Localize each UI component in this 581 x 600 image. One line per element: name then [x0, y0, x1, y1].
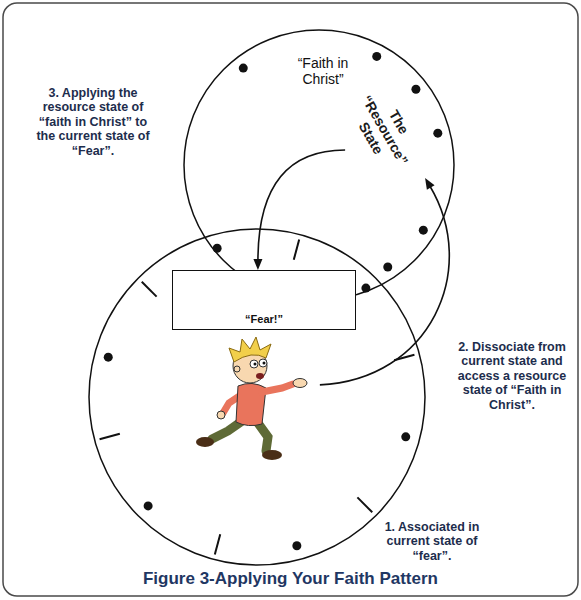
- apply-arrow: [253, 150, 345, 270]
- clock-dot: [144, 501, 153, 510]
- clock-dot: [361, 284, 370, 293]
- front-shoe: [262, 450, 282, 460]
- clock-tick: [100, 434, 120, 439]
- clock-tick: [394, 355, 414, 360]
- front-arm: [262, 384, 293, 392]
- resource-title: “Faith in Christ”: [281, 55, 365, 87]
- pupil: [263, 362, 266, 365]
- clock-dot: [419, 226, 428, 235]
- eye: [250, 360, 258, 368]
- clock-tick: [294, 240, 299, 260]
- arrowhead: [425, 178, 435, 190]
- hair: [229, 337, 271, 362]
- eye: [259, 359, 267, 367]
- step-note: 3. Applying the resource state of “faith…: [28, 86, 158, 158]
- fear-label: “Fear!”: [173, 313, 355, 326]
- mouth: [256, 373, 264, 379]
- back-shoe: [196, 437, 214, 447]
- outer-frame: [3, 3, 578, 596]
- clock-tick: [357, 497, 372, 512]
- clock-dot: [411, 85, 420, 94]
- pupil: [254, 363, 257, 366]
- state-callout: 1. Associated in current state of “fear”…: [370, 520, 494, 563]
- connector-line: [258, 150, 345, 261]
- resource-state-circle: “Faith in Christ”The “Resource” State: [183, 29, 455, 301]
- clock-dot: [104, 353, 113, 362]
- step-note: 2. Dissociate from current state and acc…: [455, 340, 569, 412]
- circle-border: [89, 229, 425, 565]
- clock-dot: [292, 541, 301, 550]
- front-hand: [293, 379, 307, 388]
- running-boy: [196, 337, 307, 460]
- clock-dot: [239, 64, 248, 73]
- clock-dot: [372, 52, 381, 61]
- clock-dot: [213, 244, 222, 253]
- circle-border: [184, 30, 454, 300]
- ear: [234, 366, 240, 372]
- figure-caption: Figure 3-Applying Your Faith Pattern: [0, 569, 581, 589]
- clock-tick: [215, 534, 220, 554]
- clock-dot: [383, 262, 392, 271]
- current-state-circle: 1. Associated in current state of “fear”…: [88, 228, 426, 566]
- clock-tick: [142, 282, 157, 297]
- arrowhead: [253, 259, 262, 270]
- fear-box: “Fear!”: [172, 270, 356, 330]
- clock-dot: [401, 432, 410, 441]
- clock-dot: [433, 129, 442, 138]
- back-hand: [217, 411, 225, 419]
